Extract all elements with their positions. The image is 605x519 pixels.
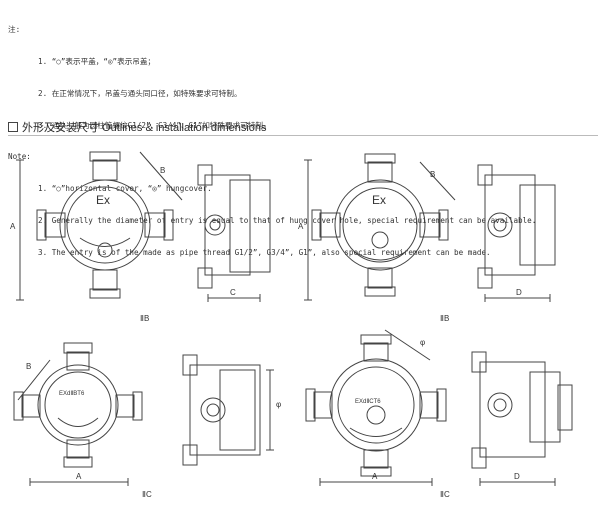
figure-1-caption: ⅡB [140,314,150,323]
figure-2-front-view [304,153,456,301]
figure-2-side-view [477,164,556,302]
figure-1-cover-mark: Ex [96,193,111,207]
checkbox-square-icon [8,122,18,132]
fig4-dim-d: D [514,472,520,481]
fig4-dim-a: A [372,472,378,481]
fig4-dim-phi: φ [420,338,426,347]
figure-4-cover-mark: EXdⅡCT6 [355,399,381,405]
section-divider [8,135,598,136]
figure-4-front-view [305,329,447,486]
fig1-dim-a: A [10,222,16,231]
figure-3-side-view [182,354,274,466]
note-en-1: 1. “○”horizontal cover, “◎” hungcover. [38,184,212,194]
fig2-dim-a: A [298,222,304,231]
fig1-dim-c: C [230,288,236,297]
fig2-dim-d: D [516,288,522,297]
section-title-text: 外形及安装尺寸 Outlines & installation dimensio… [22,122,267,134]
note-zh-2: 2. 在正常情况下，吊盖与通头同口径，如特殊要求可特制。 [38,88,242,98]
notes-zh-heading: 注: [8,25,21,35]
figure-1-side-view [197,164,271,302]
figure-1-front-view [16,151,183,301]
figure-3-caption: ⅡC [142,490,152,499]
fig3-dim-phi: φ [276,400,282,409]
figure-2-caption: ⅡB [440,314,450,323]
figure-3-cover-mark: EXdⅡBT6 [59,391,85,397]
notes-en-heading: Note: [8,152,31,162]
note-en-2: 2. Generally the diameter of entry is eq… [38,215,537,225]
fig3-dim-b: B [26,362,32,371]
fig1-dim-b: B [160,166,166,175]
figure-4-caption: ⅡC [440,490,450,499]
figure-3-front-view [13,342,143,486]
section-title: 外形及安装尺寸 Outlines & installation dimensio… [8,119,267,135]
figure-2-cover-mark: Ex [372,193,387,207]
figure-4-side-view [471,351,573,486]
note-zh-1: 1. “○”表示平盖，“◎”表示吊盖； [38,56,156,66]
note-zh-3: 3. 通头一般为圆柱管螺纹G1/2”、G3/4”、G1”如特殊要求可特制。 [38,120,271,130]
fig2-dim-b: B [430,170,436,179]
fig3-dim-a: A [76,472,82,481]
